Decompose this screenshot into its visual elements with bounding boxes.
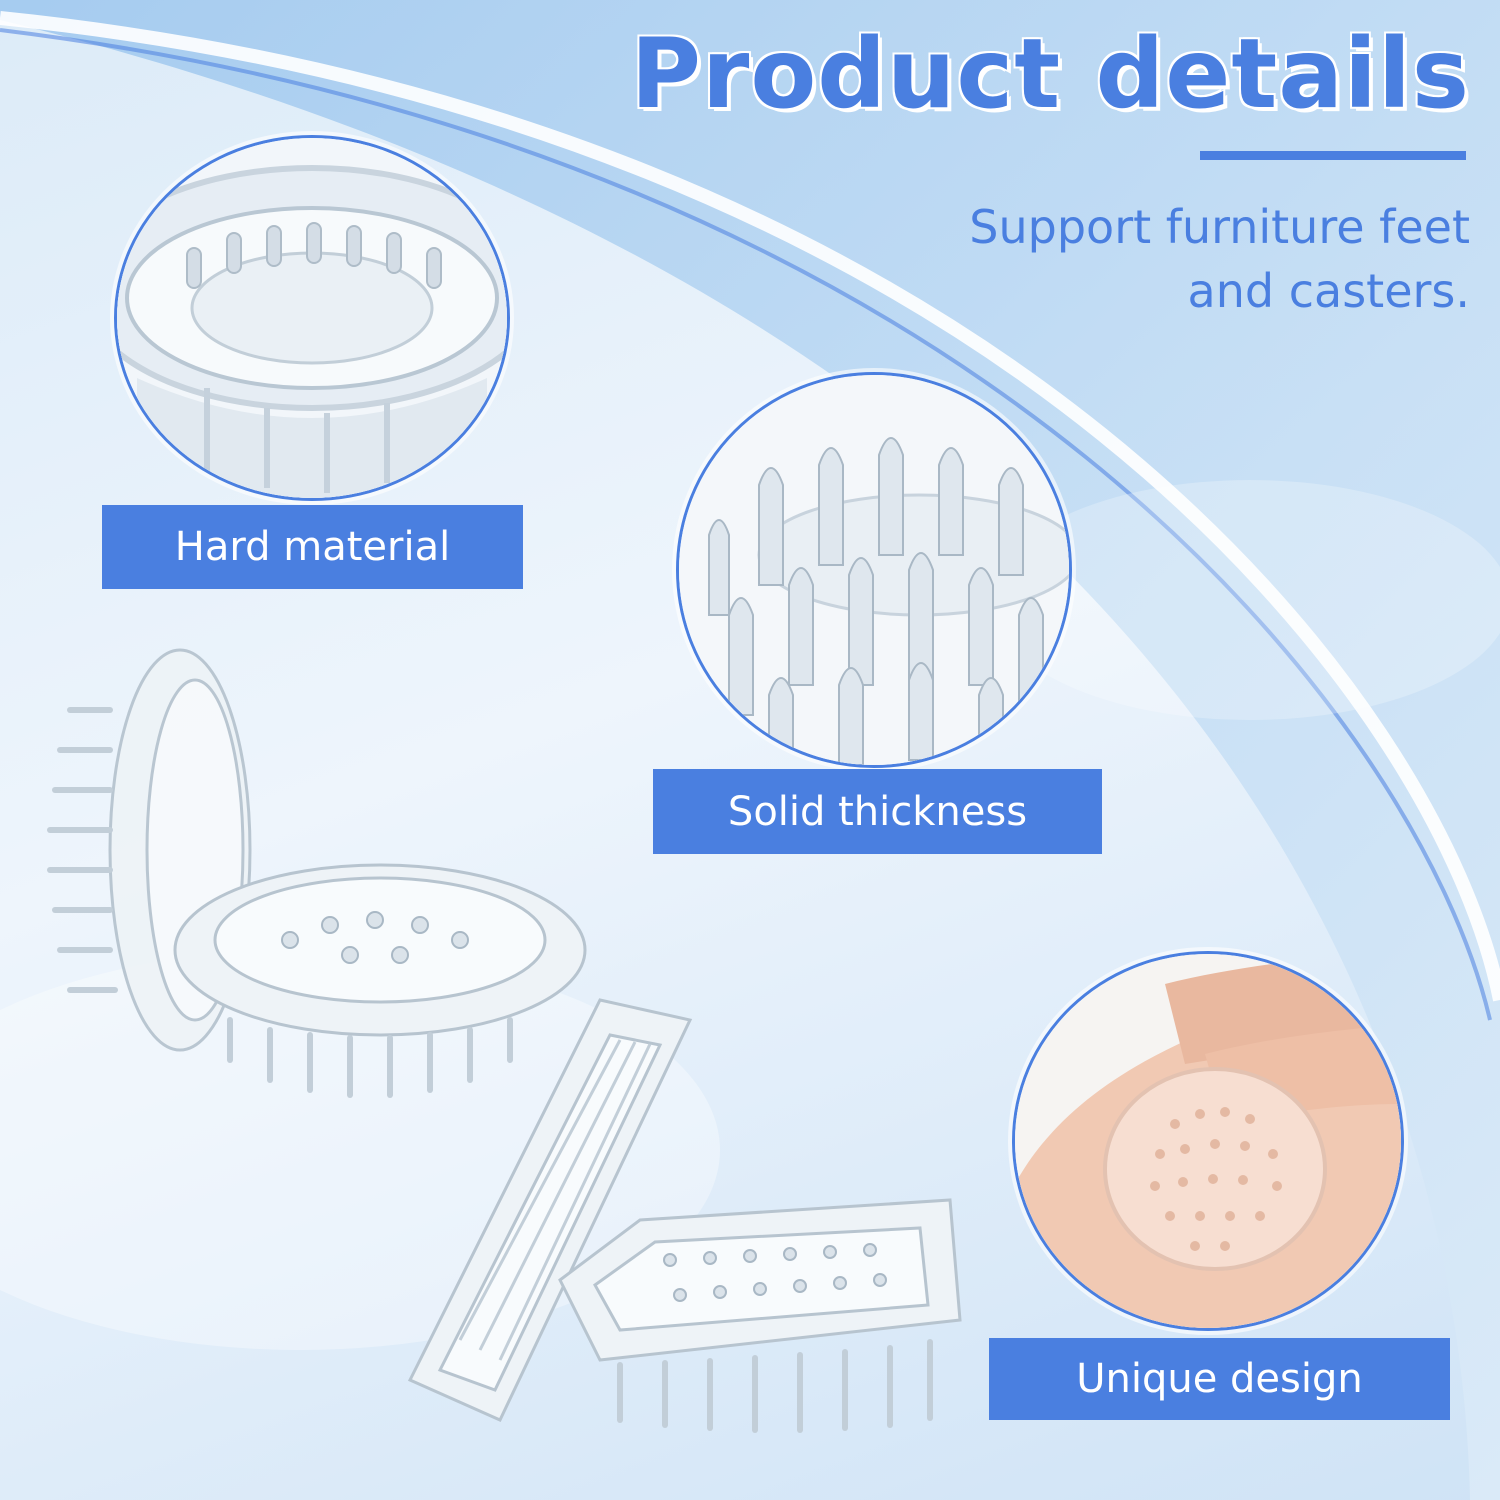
- unique-design-closeup-image: [1012, 951, 1404, 1331]
- round-caster-cup-closeup-icon: [117, 138, 507, 498]
- spike-closeup-icon: [679, 375, 1069, 765]
- hard-material-closeup-image: [114, 135, 510, 501]
- subtitle: Support furniture feet and casters.: [870, 195, 1470, 323]
- round-caster-cups-image: [47, 648, 587, 1098]
- solid-thickness-label: Solid thickness: [653, 769, 1102, 854]
- hard-material-label: Hard material: [102, 505, 523, 589]
- unique-design-label: Unique design: [989, 1338, 1450, 1420]
- square-caster-cups-image: [407, 998, 962, 1433]
- caster-cup-in-hand-icon: [1015, 954, 1401, 1328]
- subtitle-line-2: and casters.: [1187, 264, 1470, 318]
- subtitle-line-1: Support furniture feet: [969, 200, 1470, 254]
- title-underline: [1200, 151, 1466, 160]
- page-title: Product details: [630, 18, 1470, 130]
- solid-thickness-closeup-image: [676, 372, 1072, 768]
